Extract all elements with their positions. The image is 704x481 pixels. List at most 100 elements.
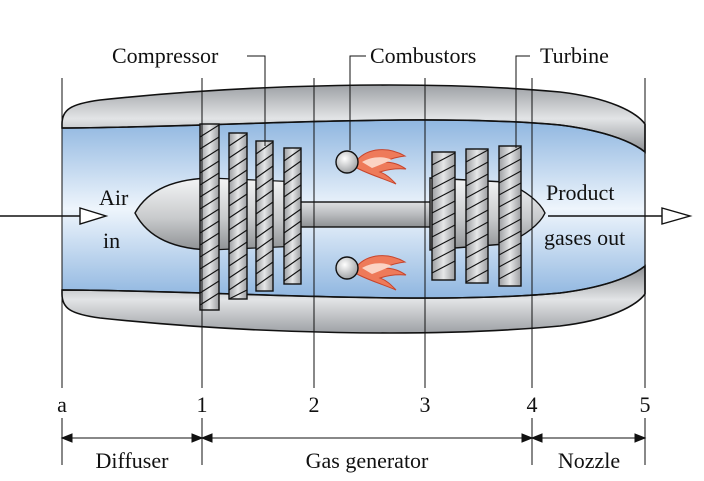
blade-stripe	[255, 225, 274, 239]
diffuser-label: Diffuser	[96, 448, 170, 473]
blade-stripe	[498, 146, 522, 160]
blade-stripe	[228, 241, 248, 255]
blade-stripe	[255, 249, 274, 263]
shaft	[299, 201, 436, 228]
blade-stripe	[465, 233, 489, 247]
blade-stripe	[498, 158, 522, 172]
blade-stripe	[228, 205, 248, 219]
blade-stripe	[283, 268, 302, 282]
blade-stripe	[498, 170, 522, 184]
blade-stripe	[255, 237, 274, 251]
blade-stripe	[465, 149, 489, 163]
blade-stripe	[255, 165, 274, 179]
blade-stripe	[283, 184, 302, 198]
blade-stripe	[228, 157, 248, 171]
compressor-blade-1	[199, 123, 220, 311]
station-5: 5	[640, 392, 651, 417]
blade-stripe	[255, 213, 274, 227]
blade-stripe	[498, 194, 522, 208]
blade-stripe	[283, 220, 302, 234]
nozzle-label: Nozzle	[558, 448, 620, 473]
blade-stripe	[228, 277, 248, 291]
blade-stripe	[228, 217, 248, 231]
combustor-bottom	[335, 255, 407, 291]
blade-stripe	[228, 169, 248, 183]
blade-stripe	[498, 206, 522, 220]
product-gases-label-line2: gases out	[544, 225, 625, 250]
blade-stripe	[465, 209, 489, 223]
blade-stripe	[199, 208, 220, 222]
blade-stripe	[498, 182, 522, 196]
station-2: 2	[309, 392, 320, 417]
blade-stripe	[199, 256, 220, 270]
blade-stripe	[465, 161, 489, 175]
blade-stripe	[465, 185, 489, 199]
blade-stripe	[255, 177, 274, 191]
blade-stripe	[431, 248, 456, 262]
blade-stripe	[465, 197, 489, 211]
blade-stripe	[431, 176, 456, 190]
blade-stripe	[283, 172, 302, 186]
blade-stripe	[431, 260, 456, 274]
station-4: 4	[527, 392, 538, 417]
blade-stripe	[199, 148, 220, 162]
blade-stripe	[199, 280, 220, 294]
air-in-label-line1: Air	[99, 185, 129, 210]
blade-stripe	[199, 160, 220, 174]
blade-stripe	[255, 153, 274, 167]
blade-stripe	[431, 152, 456, 166]
station-3: 3	[420, 392, 431, 417]
air-inlet-arrow	[0, 207, 109, 225]
blade-stripe	[465, 221, 489, 235]
combustor-top	[335, 149, 407, 185]
blade-stripe	[199, 232, 220, 246]
blade-stripe	[283, 232, 302, 246]
blade-stripe	[498, 218, 522, 232]
blade-stripe	[465, 269, 489, 283]
blade-stripe	[255, 273, 274, 287]
blade-stripe	[255, 189, 274, 203]
blade-stripe	[465, 257, 489, 271]
product-gases-label-line1: Product	[546, 180, 614, 205]
blade-stripe	[283, 208, 302, 222]
blade-stripe	[498, 242, 522, 256]
combustors-label: Combustors	[370, 43, 476, 68]
blade-stripe	[465, 245, 489, 259]
blade-stripe	[228, 229, 248, 243]
blade-stripe	[431, 212, 456, 226]
blade-stripe	[199, 184, 220, 198]
blade-stripe	[255, 261, 274, 275]
blade-stripe	[228, 145, 248, 159]
blade-stripe	[498, 266, 522, 280]
blade-stripe	[431, 188, 456, 202]
blade-stripe	[199, 244, 220, 258]
blade-stripe	[283, 196, 302, 210]
turbine-label: Turbine	[540, 43, 609, 68]
blade-stripe	[199, 136, 220, 150]
blade-stripe	[283, 256, 302, 270]
station-lines	[61, 78, 646, 465]
flame-top	[356, 149, 407, 185]
gas-generator-label: Gas generator	[306, 448, 429, 473]
turbine-blade-1	[431, 151, 456, 281]
station-1: 1	[197, 392, 208, 417]
blade-stripe	[199, 220, 220, 234]
blade-stripe	[283, 244, 302, 258]
leader-lines	[247, 55, 530, 150]
blade-stripe	[498, 230, 522, 244]
blade-stripe	[228, 289, 248, 300]
blade-stripe	[283, 148, 302, 162]
blade-stripe	[228, 181, 248, 195]
air-in-label-line2: in	[103, 228, 120, 253]
blade-stripe	[228, 133, 248, 147]
blade-stripe	[431, 224, 456, 238]
blade-stripe	[283, 160, 302, 174]
blade-stripe	[498, 254, 522, 268]
blade-stripe	[199, 196, 220, 210]
blade-stripe	[228, 253, 248, 267]
flame-bottom	[356, 255, 407, 291]
exhaust-arrow	[548, 207, 693, 225]
compressor-label: Compressor	[112, 43, 219, 68]
